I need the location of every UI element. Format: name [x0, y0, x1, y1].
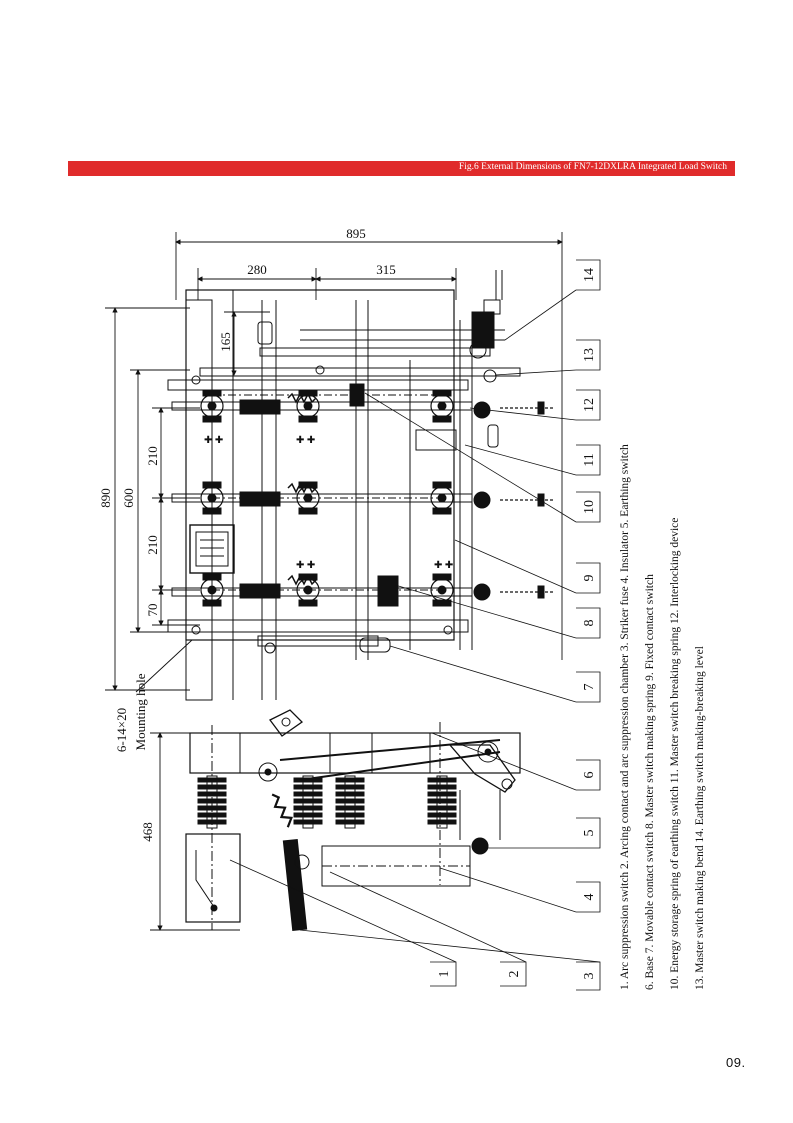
dimension-lines	[105, 232, 563, 931]
callout-4: 4	[582, 894, 597, 901]
callout-13: 13	[582, 348, 597, 362]
callout-8: 8	[582, 620, 597, 627]
callout-3: 3	[582, 973, 597, 980]
dim-315: 315	[376, 262, 396, 277]
leader-lines	[229, 259, 601, 991]
legend-line-4: 13. Master switch making bend 14. Earthi…	[694, 646, 706, 990]
mounting-hole-label: Mounting hole	[133, 673, 148, 750]
dim-210-b: 210	[145, 535, 160, 555]
side-view	[185, 709, 521, 932]
callout-5: 5	[582, 830, 597, 837]
svg-text:✚ ✚: ✚ ✚	[296, 560, 315, 571]
legend-line-2: 6. Base 7. Movable contact switch 8. Mas…	[644, 574, 656, 990]
callout-6: 6	[582, 772, 597, 779]
dim-210-a: 210	[145, 446, 160, 466]
top-view: ✚ ✚ ✚ ✚ ✚ ✚ ✚ ✚	[167, 270, 555, 701]
dim-165: 165	[218, 332, 233, 352]
callout-2: 2	[507, 971, 522, 978]
mounting-hole-size: 6-14×20	[114, 708, 129, 752]
legend-line-1: 1. Arc suppression switch 2. Arcing cont…	[619, 444, 631, 990]
callout-11: 11	[582, 453, 597, 466]
callout-12: 12	[582, 398, 597, 412]
page-number: 09.	[726, 1055, 746, 1070]
callout-1: 1	[437, 971, 452, 978]
dim-280: 280	[247, 262, 267, 277]
callout-10: 10	[582, 500, 597, 514]
dim-895: 895	[346, 226, 366, 241]
callout-7: 7	[582, 684, 597, 691]
dim-70: 70	[145, 604, 160, 617]
callout-9: 9	[582, 575, 597, 582]
dim-890: 890	[98, 488, 113, 508]
svg-text:✚ ✚: ✚ ✚	[204, 435, 223, 446]
callout-14: 14	[582, 268, 597, 282]
svg-text:✚ ✚: ✚ ✚	[296, 435, 315, 446]
svg-text:✚ ✚: ✚ ✚	[434, 560, 453, 571]
figure-title: Fig.6 External Dimensions of FN7-12DXLRA…	[458, 162, 727, 172]
legend-line-3: 10. Energy storage spring of earthing sw…	[669, 518, 681, 990]
dim-600: 600	[121, 488, 136, 508]
header-bar: Fig.6 External Dimensions of FN7-12DXLRA…	[68, 161, 735, 176]
dim-468: 468	[140, 822, 155, 842]
